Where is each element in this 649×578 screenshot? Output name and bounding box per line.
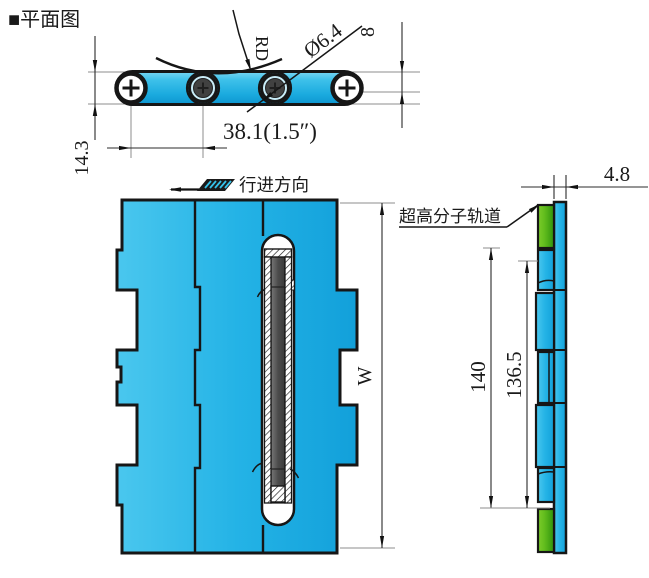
break-mark-mid-right — [289, 468, 300, 479]
chain-pin-end-right — [330, 71, 364, 105]
dim-height-inner: 136.5 — [480, 260, 550, 509]
hinge-block — [534, 403, 556, 469]
dim-width: W — [340, 202, 395, 549]
pin-top-cap — [263, 248, 293, 258]
plan-view: W — [115, 198, 395, 555]
dim-pitch: 38.1(1.5″) — [107, 119, 317, 151]
hinge-block — [536, 248, 556, 292]
chain-body — [114, 70, 363, 106]
diameter-arrowhead-icon — [262, 92, 273, 101]
uhmw-track-top — [536, 203, 556, 250]
chain-side-elevation: RD Ø6.4 8 14.3 38.1(1.5″) — [71, 9, 420, 176]
hinge-pin-assembly — [251, 248, 300, 504]
pin-sleeve-left — [263, 256, 272, 504]
dim-rd: RD — [252, 36, 272, 61]
drawing-title: ■平面图 — [8, 9, 80, 31]
hinge-block — [536, 466, 556, 504]
dim-top-height: 8 — [357, 22, 405, 128]
uhmw-track-label: 超高分子轨道 — [399, 207, 501, 226]
backflex-radius-arc — [155, 56, 283, 75]
belt-module-outline — [115, 198, 359, 555]
travel-arrow-icon — [169, 187, 181, 192]
travel-direction: 行进方向 — [169, 175, 309, 195]
module-seam-left — [193, 200, 202, 553]
belt-symbol-icon — [197, 179, 235, 191]
dim-pitch-text: 38.1(1.5″) — [223, 119, 317, 144]
travel-direction-label: 行进方向 — [239, 175, 309, 195]
dim-overall-height: 14.3 — [71, 36, 98, 176]
rd-leader-line — [232, 9, 251, 69]
hinge-block-curve — [537, 471, 555, 475]
dim-top-height-text: 8 — [357, 27, 379, 37]
dim-width-text: W — [354, 366, 376, 385]
pin-sleeve-right — [284, 256, 293, 504]
pin-sleeve-step — [291, 279, 295, 291]
pin-bottom-end — [270, 485, 286, 503]
dim-overall-height-text: 14.3 — [71, 141, 93, 176]
plate-edge-strip — [552, 200, 568, 555]
chain-pin-end-left — [114, 71, 148, 105]
belt-symbol-hatch — [204, 180, 232, 189]
break-mark-upper-left — [256, 288, 266, 298]
dim-height-outer: 140 — [466, 247, 500, 508]
dim-thickness-text: 4.8 — [604, 162, 630, 186]
uhmw-track-callout: 超高分子轨道 — [399, 204, 540, 228]
hinge-block — [536, 350, 556, 405]
side-view: 4.8 超高分子轨道 140 136.5 — [399, 162, 648, 555]
rd-arrowhead-icon — [245, 58, 251, 71]
break-mark-mid-left — [251, 462, 262, 473]
hinge-block-curve — [537, 279, 555, 284]
uhmw-track-bottom — [536, 507, 556, 554]
chain-pin-middle-1 — [188, 73, 218, 103]
pin-rod — [270, 254, 286, 504]
dim-height-outer-text: 140 — [466, 361, 490, 393]
dim-thickness: 4.8 — [521, 162, 648, 199]
hinge-block — [534, 291, 556, 352]
dim-height-inner-text: 136.5 — [502, 351, 526, 398]
link-knuckle-ring — [257, 70, 293, 106]
track-arrowhead-icon — [528, 204, 540, 213]
